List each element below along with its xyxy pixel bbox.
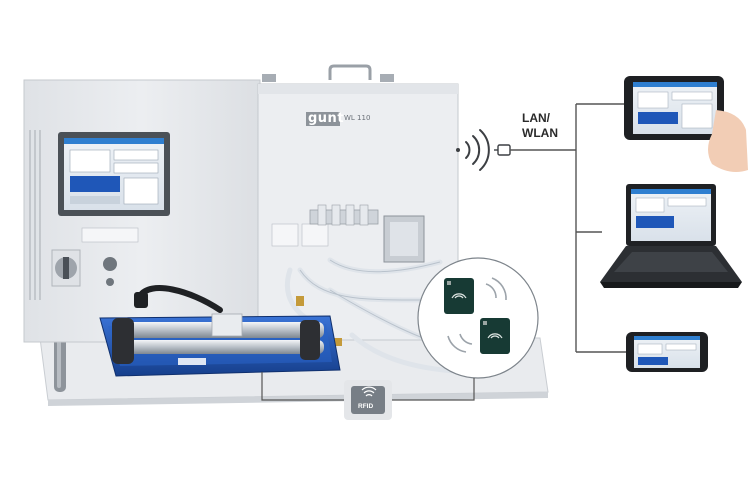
info-plate — [271, 223, 299, 247]
tablet-device — [624, 76, 748, 172]
rfid-label: RFID — [358, 403, 374, 410]
laptop-device — [600, 184, 742, 288]
info-plate — [81, 227, 139, 243]
lid-handle — [328, 64, 372, 80]
main-switch — [51, 249, 81, 287]
control-panel-screen — [58, 132, 170, 216]
rfid-zoom-circle — [417, 257, 539, 379]
brand-plate — [306, 112, 340, 126]
socket — [106, 278, 114, 286]
info-plate — [301, 223, 329, 247]
hand — [708, 110, 748, 172]
ethernet-plug-icon — [494, 144, 511, 156]
left-handle — [54, 336, 66, 392]
brand-logo-text: gunt — [308, 111, 345, 126]
tray-plate — [178, 358, 206, 365]
flow-meters — [309, 204, 379, 226]
insulated-hose — [137, 285, 223, 313]
hose-connector — [134, 292, 148, 308]
lid-clip — [380, 74, 394, 82]
network-lines — [510, 103, 626, 353]
socket — [103, 257, 117, 271]
lid-clip — [262, 74, 276, 82]
rfid-tag — [480, 318, 510, 354]
network-label-lan: LAN/ — [522, 111, 550, 125]
rfid-waves — [447, 277, 507, 353]
network-label-wlan: WLAN — [522, 126, 558, 140]
vent-grille — [29, 130, 41, 300]
rfid-link-lines — [261, 372, 475, 401]
rfid-tag — [444, 278, 474, 314]
heat-exchanger-block — [383, 215, 425, 263]
smartphone-device — [626, 332, 708, 372]
rfid-icon — [344, 380, 392, 420]
model-label: WL 110 — [344, 114, 371, 122]
wifi-signal-icon — [456, 129, 490, 171]
tube-heat-exchanger — [112, 313, 324, 364]
